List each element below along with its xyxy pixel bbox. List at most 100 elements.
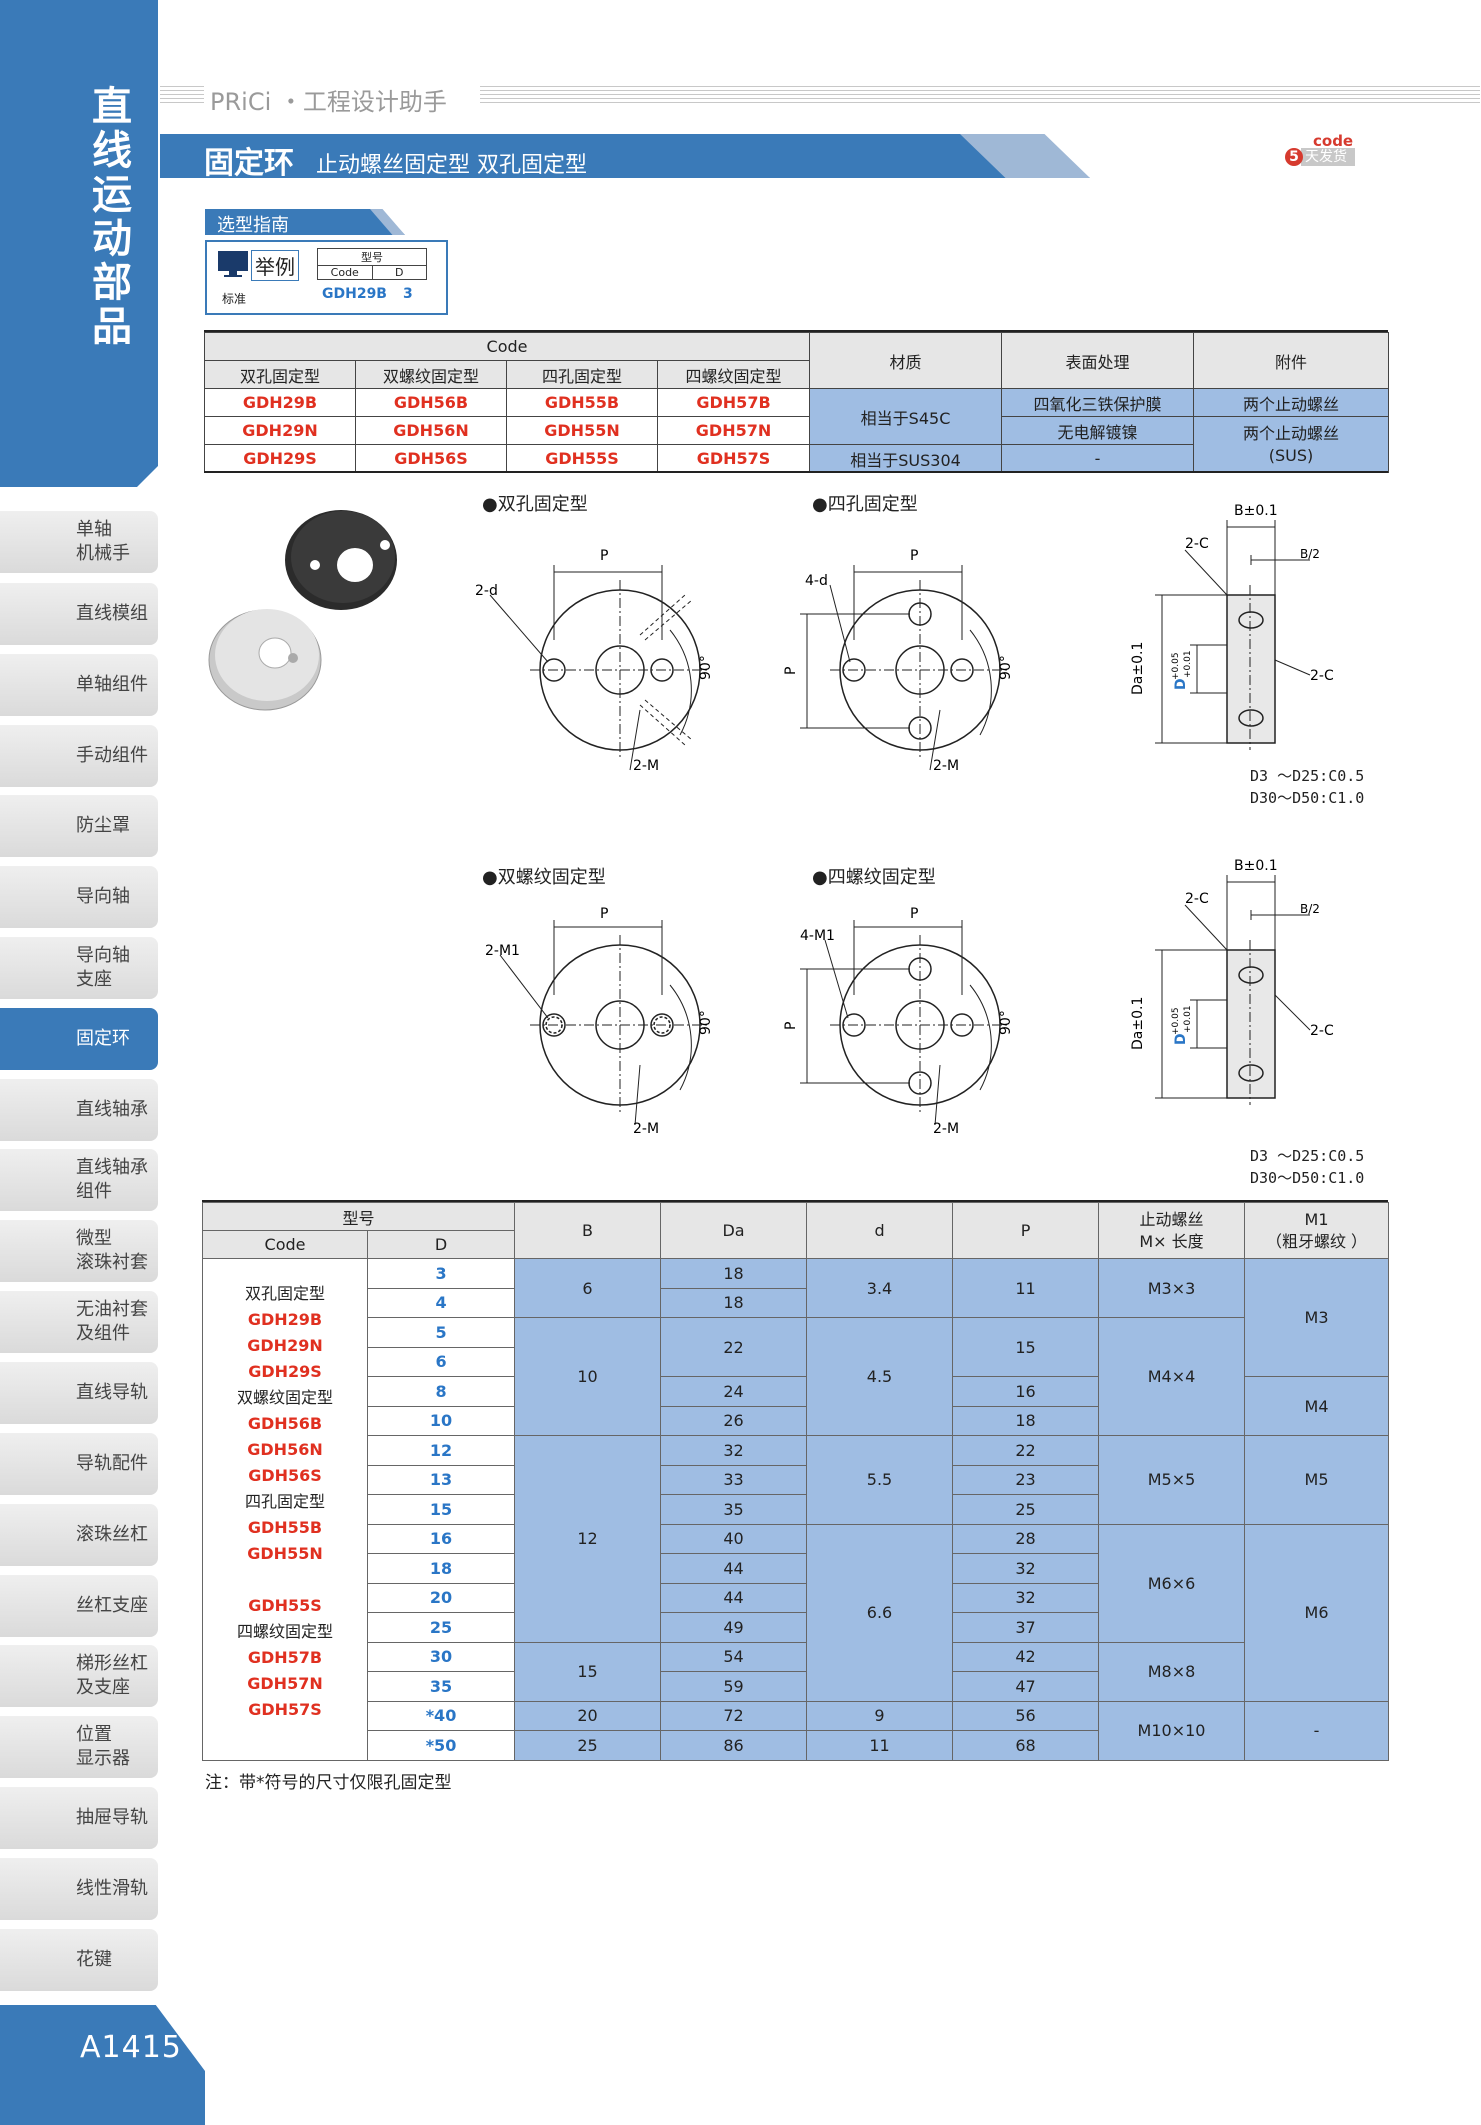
da-cell: 26 [660, 1405, 808, 1436]
surface-cell: 无电解镀镍 [1001, 416, 1195, 445]
sidebar-item[interactable]: 花键 [0, 1929, 158, 1991]
dim-p: P [600, 548, 608, 564]
category-title: 直线运动部品 [84, 85, 140, 349]
svg-text:Da±0.1: Da±0.1 [1130, 997, 1146, 1050]
sidebar-item[interactable]: 导轨配件 [0, 1433, 158, 1495]
category-title-char: 运 [92, 172, 132, 218]
type-header: 四孔固定型 [506, 360, 658, 389]
da-cell: 33 [660, 1464, 808, 1495]
sidebar-item[interactable]: 固定环 [0, 1008, 158, 1070]
sidebar-item[interactable]: 位置 显示器 [0, 1716, 158, 1778]
svg-text:P: P [783, 1022, 799, 1030]
guide-tab: 选型指南 [205, 209, 405, 235]
guide-d-label: D [371, 265, 427, 280]
sidebar-item[interactable]: 导向轴 支座 [0, 937, 158, 999]
sidebar-item[interactable]: 梯形丝杠 及支座 [0, 1645, 158, 1707]
sidebar-item[interactable]: 线性滑轨 [0, 1858, 158, 1920]
side-view-drawing: B±0.1 B/2 2-C 2-C Da±0.1 D +0.05 +0.01 [1130, 503, 1334, 750]
svg-text:+0.05: +0.05 [1171, 1007, 1181, 1035]
da-cell: 59 [660, 1671, 808, 1702]
code-item: GDH55N [247, 1544, 323, 1563]
d-size-cell: 12 [366, 1435, 516, 1466]
sidebar-item[interactable]: 直线模组 [0, 583, 158, 645]
sidebar-item[interactable]: 无油衬套 及组件 [0, 1291, 158, 1353]
d-size-cell: 8 [366, 1376, 516, 1407]
b-cell: 12 [514, 1435, 662, 1643]
svg-text:2-C: 2-C [1185, 891, 1209, 907]
sidebar-item[interactable]: 单轴组件 [0, 654, 158, 716]
screw-cell: M5×5 [1098, 1435, 1246, 1525]
material-cell: 相当于SUS304 [809, 444, 1003, 473]
code-cell: GDH55B [506, 388, 658, 417]
p-cell: 18 [952, 1405, 1100, 1436]
sidebar-item[interactable]: 防尘罩 [0, 795, 158, 857]
sidebar-item[interactable]: 导向轴 [0, 866, 158, 928]
guide-code-label: Code [317, 265, 373, 280]
sidebar-item[interactable]: 直线轴承 组件 [0, 1149, 158, 1211]
code-cell: GDH29N [204, 416, 356, 445]
svg-text:+0.01: +0.01 [1183, 650, 1193, 678]
drawing-label: ●四螺纹固定型 [812, 867, 936, 888]
d-hole-cell: 5.5 [806, 1435, 954, 1525]
accessory-text: 两个止动螺丝 [1243, 423, 1340, 443]
code-item [204, 1567, 367, 1593]
d-size-cell: 13 [366, 1464, 516, 1495]
svg-text:B/2: B/2 [1300, 547, 1320, 561]
da-cell: 18 [660, 1258, 808, 1289]
dim-angle: 90° [698, 655, 714, 680]
category-title-char: 线 [92, 128, 132, 174]
sidebar-item[interactable]: 丝杠支座 [0, 1575, 158, 1637]
svg-text:P: P [783, 667, 799, 675]
code-header: Code [202, 1230, 368, 1259]
sidebar-item[interactable]: 滚珠丝杠 [0, 1504, 158, 1566]
sidebar-item[interactable]: 手动组件 [0, 725, 158, 787]
material-cell: 相当于S45C [809, 388, 1003, 445]
code-item: 双螺纹固定型 [236, 1388, 333, 1407]
standard-label: 标准 [222, 292, 247, 306]
code-cell: GDH57B [656, 388, 811, 417]
code-item: GDH29B [247, 1310, 323, 1329]
code-header: Code [203, 332, 811, 361]
brand-text: PRiCi ・工程设计助手 [206, 82, 451, 117]
p-cell: 25 [952, 1494, 1100, 1525]
code-item: GDH57S [248, 1700, 322, 1719]
screw-header-text: M× 长度 [1139, 1231, 1204, 1251]
guide-d-value: 3 [403, 286, 413, 302]
m1-header-text: （粗牙螺纹 ） [1265, 1231, 1368, 1251]
page-subtitle: 止动螺丝固定型 双孔固定型 [316, 153, 587, 178]
sidebar-item[interactable]: 单轴 机械手 [0, 511, 158, 573]
svg-text:D: D [1173, 678, 1189, 690]
p-cell: 68 [952, 1730, 1100, 1761]
sidebar-header [0, 0, 159, 487]
d-size-cell: 16 [366, 1523, 516, 1554]
surface-header: 表面处理 [1001, 332, 1195, 389]
sidebar-item[interactable]: 直线轴承 [0, 1079, 158, 1141]
code-item: GDH29N [247, 1336, 323, 1355]
svg-text:4-d: 4-d [805, 573, 828, 589]
b-cell: 6 [514, 1258, 662, 1318]
category-title-char: 品 [92, 304, 132, 350]
svg-text:90°: 90° [998, 655, 1014, 680]
svg-text:90°: 90° [998, 1010, 1014, 1035]
sidebar-item[interactable]: 抽屉导轨 [0, 1787, 158, 1849]
svg-text:2-M1: 2-M1 [485, 943, 520, 959]
two-thread-drawing: P 2-M1 2-M 90° [485, 906, 714, 1137]
drawing-label: ●四孔固定型 [812, 494, 918, 515]
p-cell: 37 [952, 1612, 1100, 1643]
code-item: 四螺纹固定型 [236, 1622, 333, 1641]
sidebar-item[interactable]: 微型 滚珠衬套 [0, 1220, 158, 1282]
sidebar-item[interactable]: 直线导轨 [0, 1362, 158, 1424]
rule [204, 330, 1388, 333]
screw-cell: M6×6 [1098, 1523, 1246, 1643]
d-size-cell: 4 [366, 1287, 516, 1318]
